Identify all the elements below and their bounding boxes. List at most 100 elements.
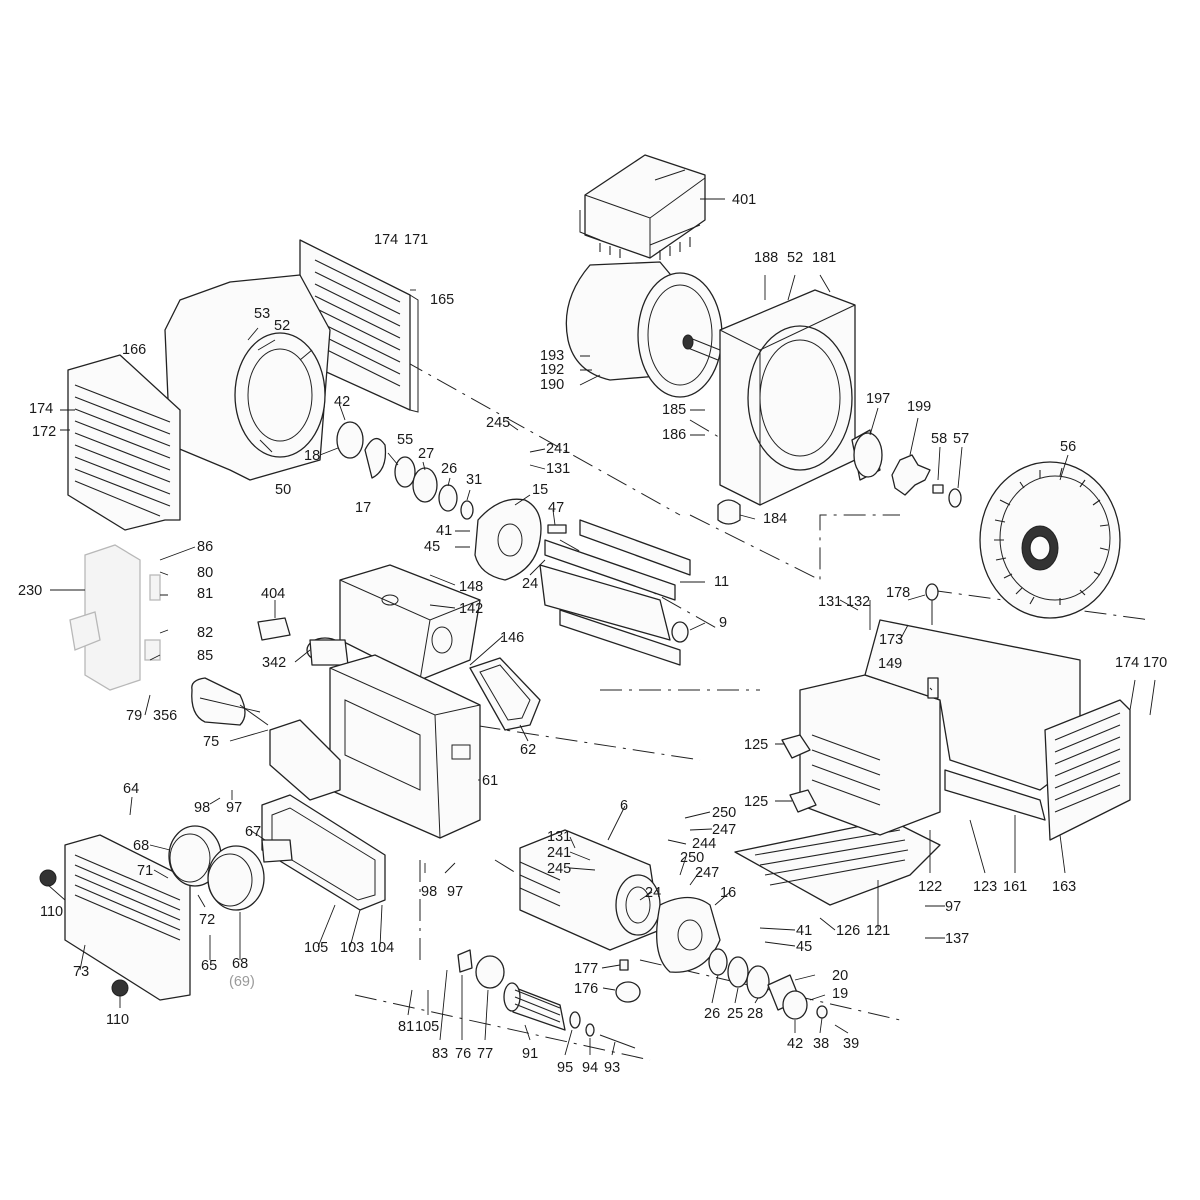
label-41: 41 — [436, 523, 452, 539]
label-105: 105 — [304, 940, 328, 956]
label-173: 173 — [879, 632, 903, 648]
label-39: 39 — [843, 1036, 859, 1052]
part-123-hood — [799, 619, 1081, 836]
label-93: 93 — [604, 1060, 620, 1076]
label-55: 55 — [397, 432, 413, 448]
label-98: 98 — [194, 800, 210, 816]
label-11: 11 — [714, 574, 729, 590]
label-45: 45 — [424, 539, 440, 555]
label-185: 185 — [662, 402, 686, 418]
label-53: 53 — [254, 306, 270, 322]
label-131: 131 — [818, 594, 842, 610]
label-245: 245 — [486, 415, 510, 431]
label-250: 250 — [680, 850, 704, 866]
part-401-terminal-box — [579, 154, 706, 260]
label-45: 45 — [796, 939, 812, 955]
coupling-parts — [851, 429, 962, 508]
label-163: 163 — [1052, 879, 1076, 895]
label-103: 103 — [340, 940, 364, 956]
parts-178-149 — [925, 583, 939, 699]
label-68: 68 — [232, 956, 248, 972]
label-71: 71 — [137, 863, 153, 879]
label-83: 83 — [432, 1046, 448, 1062]
label-131: 131 — [546, 461, 570, 477]
label-404: 404 — [261, 586, 285, 602]
label-72: 72 — [199, 912, 215, 928]
label-121: 121 — [866, 923, 890, 939]
part-121-cooler — [734, 819, 941, 906]
label-62: 62 — [520, 742, 536, 758]
label-192: 192 — [540, 362, 564, 378]
label-97: 97 — [447, 884, 463, 900]
label-174: 174 — [374, 232, 398, 248]
label-190: 190 — [540, 377, 564, 393]
label-95: 95 — [557, 1060, 573, 1076]
label-31: 31 — [466, 472, 482, 488]
label-81: 81 — [197, 586, 213, 602]
label-58: 58 — [931, 431, 947, 447]
label-148: 148 — [459, 579, 483, 595]
label-172: 172 — [32, 424, 56, 440]
label-94: 94 — [582, 1060, 598, 1076]
label-125: 125 — [744, 737, 768, 753]
label-57: 57 — [953, 431, 969, 447]
label-85: 85 — [197, 648, 213, 664]
parts-176-177 — [615, 959, 641, 1003]
label-193: 193 — [540, 348, 564, 364]
label-181: 181 — [812, 250, 836, 266]
label-97: 97 — [226, 800, 242, 816]
label-241: 241 — [547, 845, 571, 861]
label-244: 244 — [692, 836, 716, 852]
part-6-pump-body — [519, 829, 661, 951]
label-161: 161 — [1003, 879, 1027, 895]
filters-68 — [168, 825, 293, 911]
label-146: 146 — [500, 630, 524, 646]
part-181-motor-flange — [717, 289, 856, 525]
part-230-valve-block — [69, 544, 161, 691]
label-25: 25 — [727, 1006, 743, 1022]
label-82: 82 — [197, 625, 213, 641]
label-75: 75 — [203, 734, 219, 750]
label-61: 61 — [482, 773, 498, 789]
label-52: 52 — [274, 318, 290, 334]
label-165: 165 — [430, 292, 454, 308]
label-38: 38 — [813, 1036, 829, 1052]
label-56: 56 — [1060, 439, 1076, 455]
label-104: 104 — [370, 940, 394, 956]
label-166: 166 — [122, 342, 146, 358]
label-123: 123 — [973, 879, 997, 895]
part-16-end-plate — [656, 896, 721, 973]
label-356: 356 — [153, 708, 177, 724]
label-186: 186 — [662, 427, 686, 443]
label-176: 176 — [574, 981, 598, 997]
bearing-seal-stack — [336, 421, 474, 520]
label-250: 250 — [712, 805, 736, 821]
label-105: 105 — [415, 1019, 439, 1035]
label-26: 26 — [704, 1006, 720, 1022]
part-356-cylinder — [191, 677, 269, 726]
label-177: 177 — [574, 961, 598, 977]
part-163-side-grille — [1044, 699, 1131, 841]
label-50: 50 — [275, 482, 291, 498]
label-184: 184 — [763, 511, 787, 527]
label-15: 15 — [532, 482, 548, 498]
lower-seal-stack — [708, 948, 828, 1020]
label-174: 174 — [29, 401, 53, 417]
label-178: 178 — [886, 585, 910, 601]
label-122: 122 — [918, 879, 942, 895]
label-69: (69) — [229, 974, 255, 990]
label-245: 245 — [547, 861, 571, 877]
label-24: 24 — [522, 576, 538, 592]
label-42: 42 — [334, 394, 350, 410]
label-67: 67 — [245, 824, 261, 840]
label-132: 132 — [846, 594, 870, 610]
label-97: 97 — [945, 899, 961, 915]
label-110: 110 — [106, 1012, 129, 1028]
label-401: 401 — [732, 192, 756, 208]
part-61-housing — [329, 654, 481, 839]
label-65: 65 — [201, 958, 217, 974]
part-166-front-grille — [67, 354, 181, 531]
label-170: 170 — [1143, 655, 1167, 671]
label-126: 126 — [836, 923, 860, 939]
label-52: 52 — [787, 250, 803, 266]
